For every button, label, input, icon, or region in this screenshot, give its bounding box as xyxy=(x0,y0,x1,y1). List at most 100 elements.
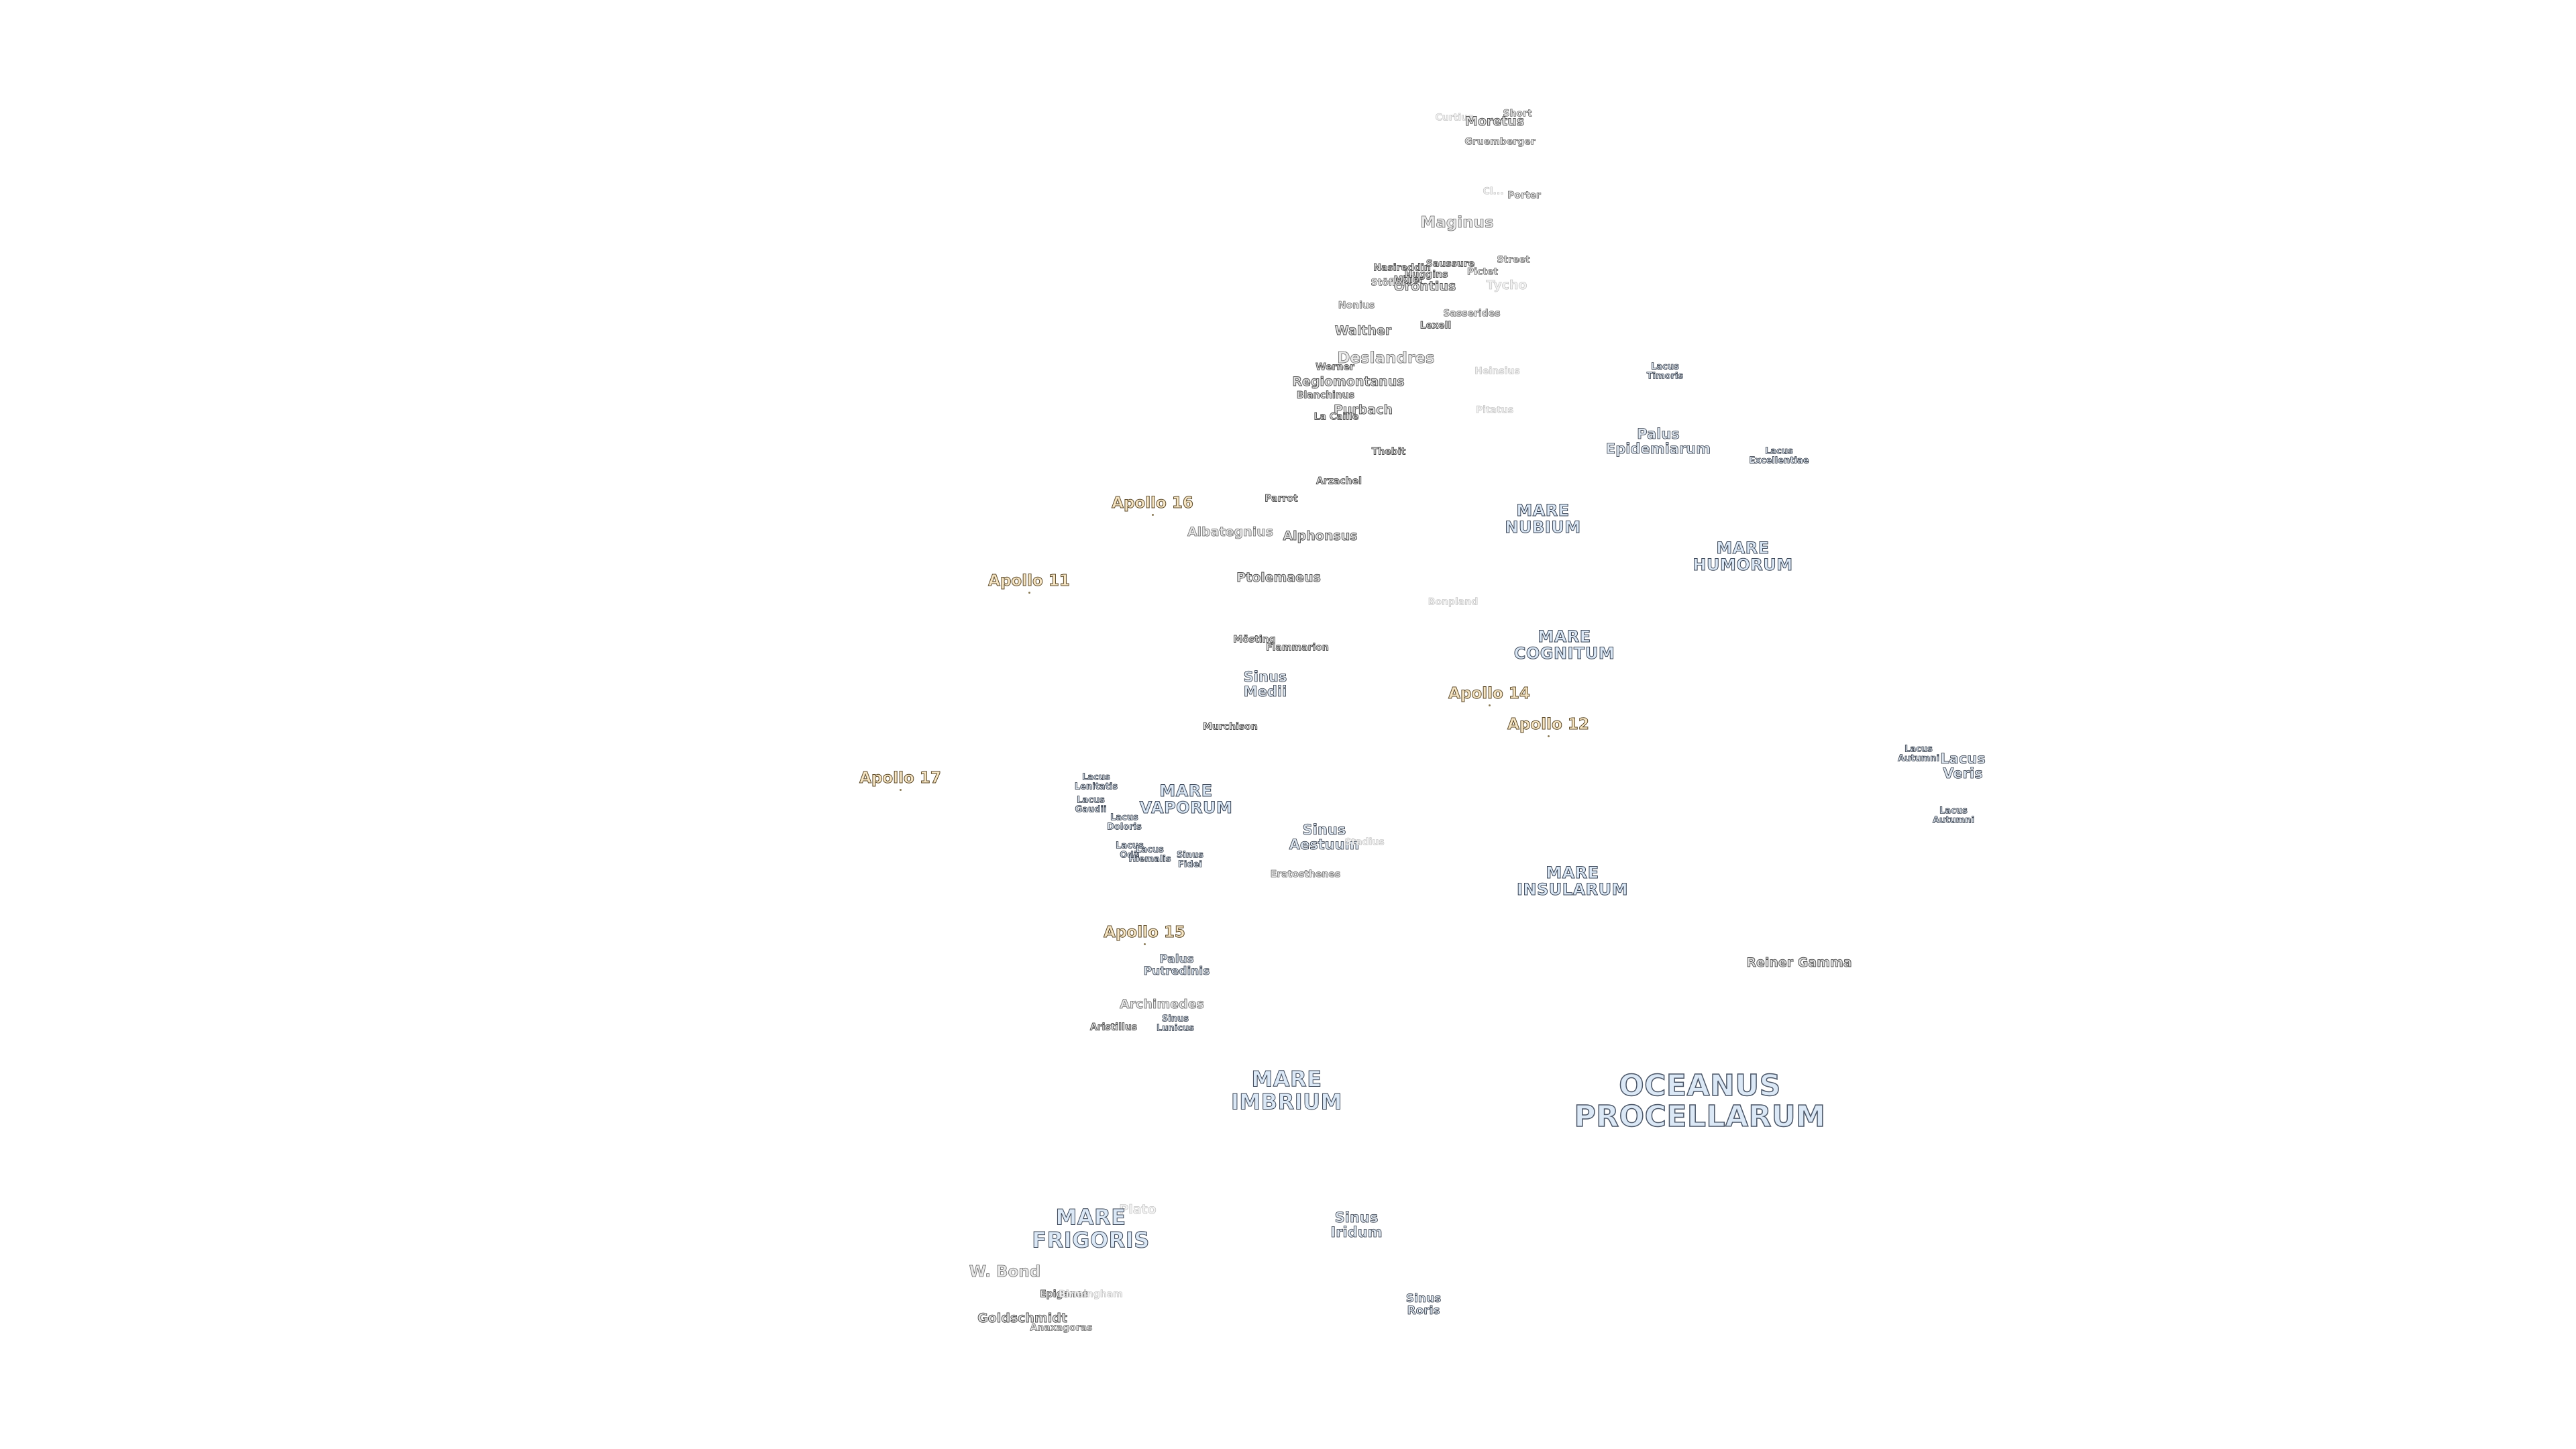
map-label-line: Excellentiae xyxy=(1749,455,1809,466)
map-label-tycho[interactable]: Tycho xyxy=(1486,278,1527,292)
map-label-purbach[interactable]: Purbach xyxy=(1333,402,1393,418)
map-label-line: Eratosthenes xyxy=(1270,869,1341,880)
map-label-nonius[interactable]: Nonius xyxy=(1338,301,1375,311)
map-label-orontius[interactable]: Orontius xyxy=(1393,280,1456,294)
map-label-pictet[interactable]: Pictet xyxy=(1466,267,1498,278)
map-label-line: Aristillus xyxy=(1089,1022,1138,1033)
map-label-ptolemaeus[interactable]: Ptolemaeus xyxy=(1236,571,1322,585)
apollo-site-apollo-14[interactable]: Apollo 14 xyxy=(1448,684,1531,702)
map-label-lexell[interactable]: Lexell xyxy=(1419,321,1451,331)
map-label-reiner-gamma[interactable]: Reiner Gamma xyxy=(1746,956,1852,970)
map-label-gruemberger[interactable]: Gruemberger xyxy=(1464,137,1536,148)
map-label-sasserides[interactable]: Sasserides xyxy=(1443,309,1501,319)
map-label-short[interactable]: Short xyxy=(1503,109,1532,119)
map-label-line: Putredinis xyxy=(1143,965,1210,978)
map-label-line: MARE xyxy=(1055,1204,1126,1230)
map-label-plato[interactable]: Plato xyxy=(1119,1203,1157,1217)
map-label-heinsius[interactable]: Heinsius xyxy=(1474,366,1520,377)
map-label-murchison[interactable]: Murchison xyxy=(1203,722,1258,733)
apollo-site-apollo-17[interactable]: Apollo 17 xyxy=(859,769,942,787)
map-label-walther[interactable]: Walther xyxy=(1334,324,1391,338)
map-label-werner[interactable]: Werner xyxy=(1316,362,1355,373)
map-label-parrot[interactable]: Parrot xyxy=(1265,494,1298,504)
map-label-nasireddin[interactable]: Nasireddin xyxy=(1373,262,1431,274)
map-label-maginus[interactable]: Maginus xyxy=(1420,214,1494,231)
map-label-line: Pitatus xyxy=(1475,405,1514,416)
map-label-thebit[interactable]: Thebit xyxy=(1371,447,1405,458)
map-label-archimedes[interactable]: Archimedes xyxy=(1120,998,1205,1012)
map-label-line: Nasireddin xyxy=(1373,262,1431,274)
apollo-landing-marker xyxy=(900,789,902,791)
map-label-bonpland[interactable]: Bonpland xyxy=(1428,597,1478,608)
map-label-mosting[interactable]: Mösting xyxy=(1233,635,1276,645)
map-label-line: Lacus xyxy=(1082,772,1111,783)
map-label-epigenes[interactable]: Epigenes xyxy=(1040,1289,1089,1300)
map-label-miller[interactable]: Miller xyxy=(1393,275,1424,286)
apollo-site-apollo-15[interactable]: Apollo 15 xyxy=(1104,923,1186,941)
map-label-blanchinus[interactable]: Blanchinus xyxy=(1296,390,1354,401)
map-label-stoefler[interactable]: Stöfler xyxy=(1371,278,1407,288)
map-label-line: Albategnius xyxy=(1187,525,1274,540)
map-label-anaxagoras[interactable]: Anaxagoras xyxy=(1030,1323,1093,1334)
map-label-line: OCEANUS xyxy=(1618,1068,1781,1103)
map-label-saussure[interactable]: Saussure xyxy=(1426,258,1475,270)
map-label-moretus[interactable]: Moretus xyxy=(1464,115,1524,129)
map-label-line: Sinus xyxy=(1176,850,1204,861)
map-label-alphonsus[interactable]: Alphonsus xyxy=(1283,529,1358,543)
map-label-la-caille[interactable]: La Caille xyxy=(1313,412,1359,423)
map-label-line: Saussure xyxy=(1426,258,1475,270)
map-label-flammarion[interactable]: Flammarion xyxy=(1266,643,1330,653)
map-label-cl-faint[interactable]: Cl... xyxy=(1483,186,1504,197)
map-label-line: Purbach xyxy=(1333,402,1393,418)
apollo-site-apollo-16[interactable]: Apollo 16 xyxy=(1112,494,1194,512)
map-label-birmingham[interactable]: Birmingham xyxy=(1059,1289,1123,1300)
map-label-line: Nonius xyxy=(1338,300,1375,311)
apollo-site-apollo-11[interactable]: Apollo 11 xyxy=(988,572,1071,590)
map-label-aristillus[interactable]: Aristillus xyxy=(1089,1022,1138,1033)
map-label-street[interactable]: Street xyxy=(1497,255,1530,266)
map-label-curtius[interactable]: Curtius xyxy=(1435,113,1474,123)
map-label-eratosthenes[interactable]: Eratosthenes xyxy=(1270,869,1341,880)
map-label-goldschmidt[interactable]: Goldschmidt xyxy=(977,1311,1068,1326)
map-label-albategnius[interactable]: Albategnius xyxy=(1187,525,1274,540)
map-label-line: Sinus xyxy=(1302,821,1346,838)
map-label-pitatus[interactable]: Pitatus xyxy=(1475,405,1514,416)
map-label-deslandres[interactable]: Deslandres xyxy=(1337,350,1435,366)
map-label-huggins[interactable]: Huggins xyxy=(1404,270,1448,280)
map-label-w-bond[interactable]: W. Bond xyxy=(969,1263,1040,1280)
map-label-line: Heinsius xyxy=(1474,366,1520,377)
map-label-line: Murchison xyxy=(1203,721,1258,733)
map-label-arzachel[interactable]: Arzachel xyxy=(1316,476,1362,487)
apollo-site-apollo-12[interactable]: Apollo 12 xyxy=(1507,715,1590,733)
map-label-stadius[interactable]: Stadius xyxy=(1344,837,1385,848)
map-label-regiomontanus[interactable]: Regiomontanus xyxy=(1292,375,1405,389)
map-label-porter[interactable]: Porter xyxy=(1507,191,1542,201)
